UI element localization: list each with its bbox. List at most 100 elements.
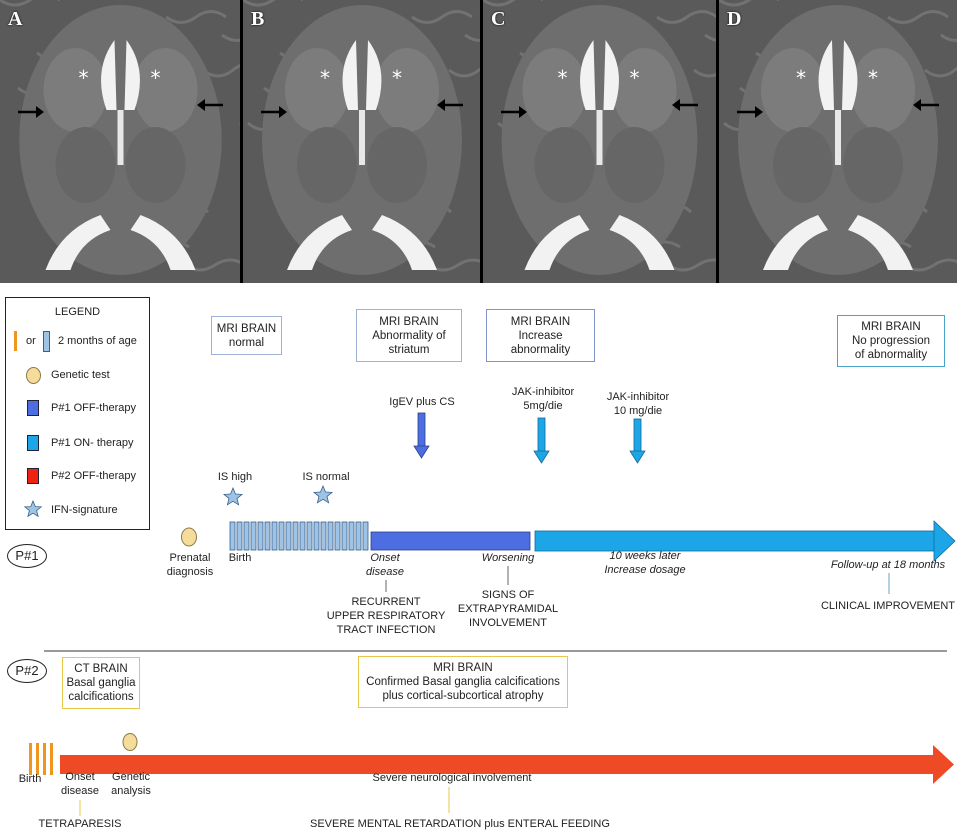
legend-label: P#1 OFF-therapy bbox=[51, 402, 136, 414]
legend-box: LEGEND or 2 months of age Genetic test P… bbox=[5, 297, 150, 530]
ifn-star-normal bbox=[312, 484, 334, 504]
followup-label: Follow-up at 18 months bbox=[830, 559, 946, 571]
month-tick bbox=[292, 521, 299, 551]
ct-box: CT BRAIN Basal ganglia calcifications bbox=[62, 657, 140, 709]
mri-box-p2: MRI BRAIN Confirmed Basal ganglia calcif… bbox=[358, 656, 568, 708]
month-tick bbox=[355, 521, 362, 551]
therapy-arrow-jak10 bbox=[629, 418, 646, 464]
mri-box-increase: MRI BRAIN Increase abnormality bbox=[486, 309, 595, 362]
legend-item-two-months: or 2 months of age bbox=[6, 330, 149, 354]
circle-icon bbox=[26, 367, 41, 384]
blue-tick-icon bbox=[43, 331, 50, 352]
month-tick bbox=[327, 521, 334, 551]
onset-label: disease bbox=[366, 566, 404, 578]
mri-scan-image: ** bbox=[483, 0, 716, 283]
therapy-dose: 5mg/die bbox=[523, 400, 563, 412]
box-line: Increase bbox=[518, 329, 563, 342]
event-line: UPPER RESPIRATORY bbox=[326, 610, 446, 622]
event-line: EXTRAPYRAMIDAL bbox=[457, 603, 559, 615]
legend-label: 2 months of age bbox=[58, 335, 137, 347]
therapy-label: JAK-inhibitor bbox=[606, 391, 670, 403]
tetraparesis-label: TETRAPARESIS bbox=[38, 818, 122, 830]
birth-label: Birth bbox=[18, 773, 42, 785]
retardation-label: SEVERE MENTAL RETARDATION plus ENTERAL F… bbox=[310, 818, 610, 830]
box-line: calcifications bbox=[68, 691, 134, 703]
month-tick bbox=[313, 521, 320, 551]
panel-label: A bbox=[8, 8, 23, 30]
box-line: normal bbox=[228, 336, 265, 349]
mri-box-normal: MRI BRAIN normal bbox=[211, 316, 282, 355]
month-tick bbox=[250, 521, 257, 551]
legend-item-p1-off: P#1 OFF-therapy bbox=[6, 397, 149, 421]
onset-label: disease bbox=[61, 785, 99, 797]
onset-label: Onset bbox=[370, 552, 400, 564]
mri-panel-a: ** A bbox=[0, 0, 241, 283]
mri-panel-c: ** C bbox=[483, 0, 716, 283]
box-line: MRI BRAIN bbox=[379, 315, 439, 328]
month-tick bbox=[348, 521, 355, 551]
event-line: SIGNS OF bbox=[481, 589, 535, 601]
therapy-label: JAK-inhibitor bbox=[511, 386, 575, 398]
box-line: Abnormality of bbox=[372, 329, 446, 342]
orange-tick-icon bbox=[14, 331, 17, 351]
legend-item-p2-off: P#2 OFF-therapy bbox=[6, 465, 149, 489]
month-tick bbox=[285, 521, 292, 551]
event-line: CLINICAL IMPROVEMENT bbox=[820, 600, 956, 612]
box-line: plus cortical-subcortical atrophy bbox=[382, 690, 544, 702]
legend-item-genetic-test: Genetic test bbox=[6, 364, 149, 388]
legend-title: LEGEND bbox=[54, 306, 101, 318]
legend-or-text: or bbox=[26, 335, 36, 347]
therapy-arrow-igev bbox=[413, 412, 430, 459]
square-icon bbox=[27, 400, 39, 416]
legend-item-p1-on: P#1 ON- therapy bbox=[6, 432, 149, 456]
box-line: abnormality bbox=[510, 343, 571, 356]
genetic-label: Genetic bbox=[112, 771, 150, 783]
month-tick bbox=[257, 521, 264, 551]
box-line: of abnormality bbox=[854, 349, 928, 361]
panel-label: D bbox=[727, 8, 742, 30]
square-icon bbox=[27, 435, 39, 451]
onset-label: Onset bbox=[65, 771, 95, 783]
legend-label: P#1 ON- therapy bbox=[51, 437, 134, 449]
mri-box-abnormality: MRI BRAIN Abnormality of striatum bbox=[356, 309, 462, 362]
month-tick bbox=[236, 521, 243, 551]
severe-label: Severe neurological involvement bbox=[372, 772, 532, 784]
box-line: Basal ganglia bbox=[66, 677, 136, 689]
box-line: CT BRAIN bbox=[74, 663, 128, 675]
birth-label: Birth bbox=[228, 552, 252, 564]
p1-off-therapy-bar bbox=[370, 531, 531, 551]
month-tick bbox=[341, 521, 348, 551]
prenatal-label: Prenatal bbox=[169, 552, 211, 564]
later-label: 10 weeks later bbox=[609, 550, 681, 562]
mri-scan-image: ** bbox=[719, 0, 957, 283]
p1-on-therapy-arrow bbox=[534, 520, 956, 562]
box-line: No progression bbox=[852, 335, 930, 347]
box-line: striatum bbox=[388, 343, 430, 356]
p2-off-therapy-arrow bbox=[60, 745, 954, 784]
later-label: Increase dosage bbox=[604, 564, 686, 576]
star-icon bbox=[24, 500, 42, 518]
ifn-star-high bbox=[222, 486, 244, 506]
svg-text:*: * bbox=[79, 66, 89, 90]
svg-text:*: * bbox=[630, 66, 640, 90]
box-line: Confirmed Basal ganglia calcifications bbox=[366, 676, 560, 688]
month-tick bbox=[306, 521, 313, 551]
month-tick bbox=[278, 521, 285, 551]
mri-panel-b: ** B bbox=[243, 0, 481, 283]
month-tick bbox=[334, 521, 341, 551]
panel-divider bbox=[240, 0, 243, 283]
genetic-analysis-circle bbox=[122, 733, 138, 751]
month-tick bbox=[362, 521, 369, 551]
mri-panel-d: ** D bbox=[719, 0, 957, 283]
prenatal-label: diagnosis bbox=[166, 566, 214, 578]
svg-text:*: * bbox=[868, 66, 878, 90]
worsening-label: Worsening bbox=[481, 552, 535, 564]
svg-text:*: * bbox=[392, 66, 402, 90]
panel-divider bbox=[716, 0, 719, 283]
box-line: MRI BRAIN bbox=[433, 662, 493, 674]
panel-divider bbox=[480, 0, 483, 283]
mri-scan-image: ** bbox=[243, 0, 481, 283]
box-line: MRI BRAIN bbox=[216, 322, 277, 335]
